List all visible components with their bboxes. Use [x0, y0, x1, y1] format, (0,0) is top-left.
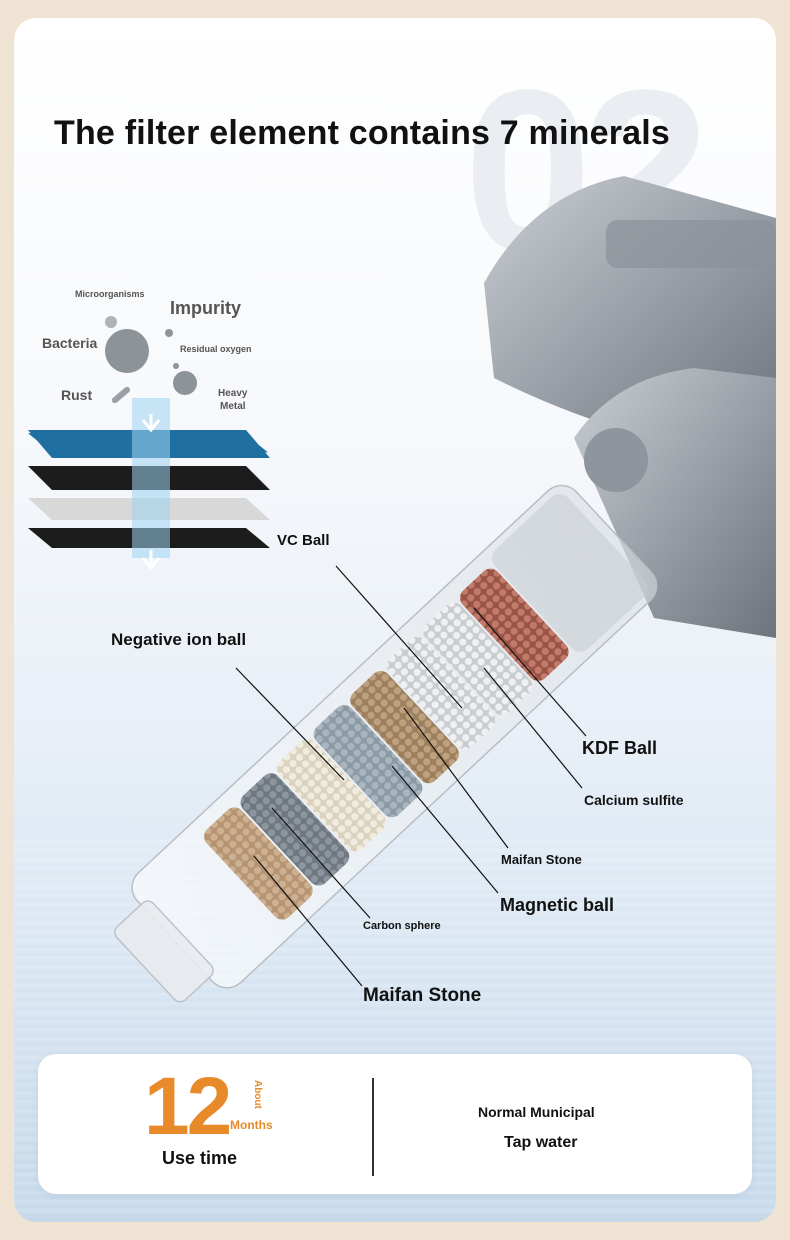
heavy-label: Heavy: [218, 388, 248, 399]
calcium-sulfite-label: Calcium sulfite: [584, 792, 684, 808]
product-card: 02 The filter element contains 7 mineral…: [14, 18, 776, 1222]
water-type-line1: Normal Municipal: [478, 1104, 595, 1120]
vc-ball-layer: [423, 602, 533, 716]
kdf-ball-layer: [459, 568, 569, 681]
rust-label: Rust: [61, 387, 93, 403]
carbon-sphere-layer: [240, 773, 350, 886]
about-label: About: [252, 1080, 263, 1109]
magnetic-ball-layer: [313, 705, 423, 818]
card-divider: [372, 1078, 374, 1176]
page-title: The filter element contains 7 minerals: [54, 114, 671, 152]
maifan-stone-layer: [204, 807, 313, 920]
usage-info-card: 12 About Months Use time Normal Municipa…: [38, 1054, 752, 1194]
kdf-ball-label: KDF Ball: [582, 738, 658, 758]
residual-oxygen-label: Residual oxygen: [180, 344, 252, 354]
maifan-stone-layer-2: [350, 670, 459, 784]
water-type-line2: Tap water: [504, 1134, 578, 1151]
microorganisms-label: Microorganisms: [75, 289, 145, 299]
vc-ball-label: VC Ball: [277, 532, 330, 549]
calcium-sulfite-layer: [386, 636, 496, 750]
filter-cartridge: [114, 484, 658, 1003]
filter-cap-icon: [584, 428, 648, 492]
rust-icon: [111, 386, 131, 404]
maifan-stone-large-label: Maifan Stone: [363, 985, 482, 1006]
use-time-label: Use time: [162, 1148, 238, 1168]
maifan-stone-small-label: Maifan Stone: [501, 852, 582, 867]
shower-filter-illustration: [28, 176, 776, 1003]
filter-layers-diagram: [28, 316, 270, 571]
months-label: Months: [230, 1118, 273, 1132]
negative-ion-ball-label: Negative ion ball: [111, 630, 247, 649]
bacteria-label: Bacteria: [42, 335, 98, 351]
negative-ion-layer: [277, 739, 386, 852]
heavy-metal-icon: [173, 371, 197, 395]
leader-lines: [235, 565, 587, 987]
metal-label: Metal: [220, 401, 246, 412]
magnetic-ball-label: Magnetic ball: [500, 895, 615, 915]
bacteria-icon: [105, 329, 149, 373]
usage-months-number: 12: [144, 1061, 232, 1152]
impurity-label: Impurity: [170, 298, 242, 318]
carbon-sphere-label: Carbon sphere: [363, 920, 441, 932]
